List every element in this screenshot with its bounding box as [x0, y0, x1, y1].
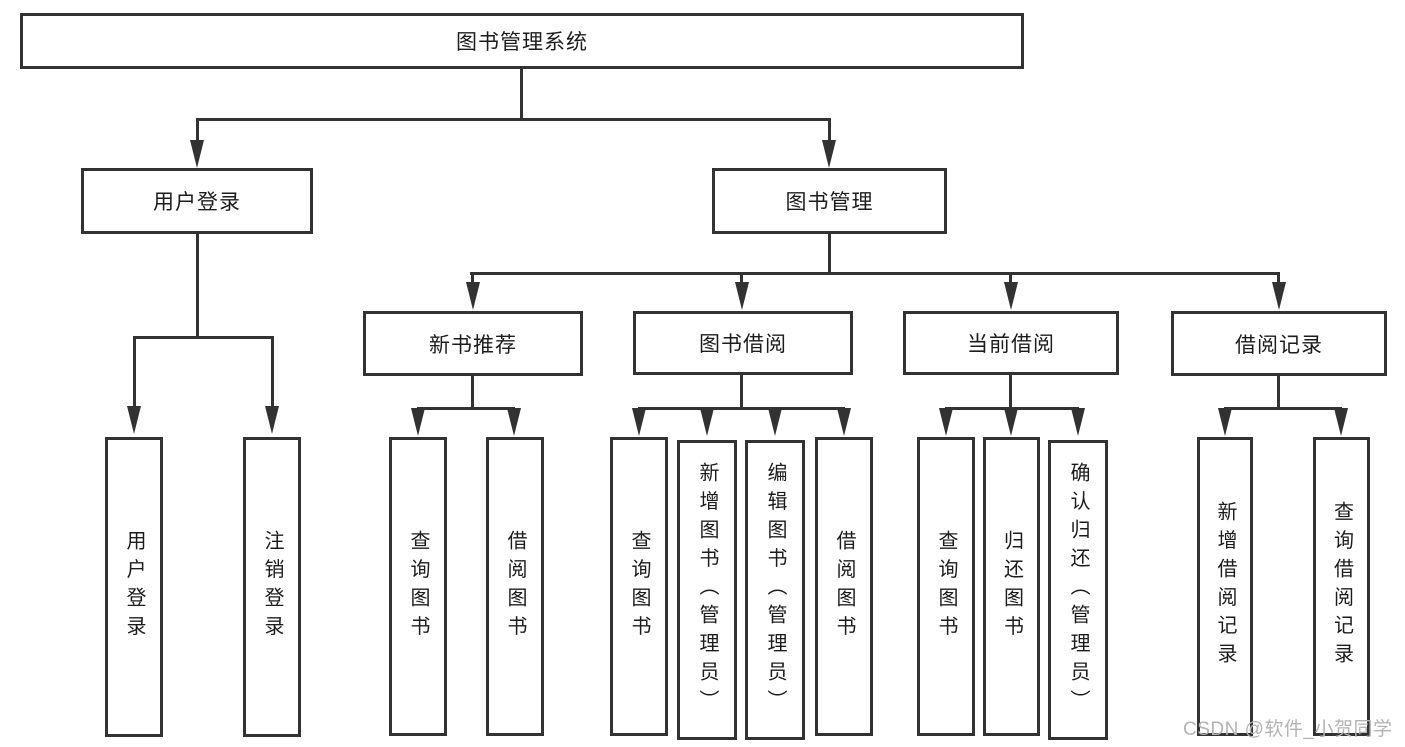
connector-mgmt-drop-3	[1009, 272, 1012, 286]
node-root-label: 图书管理系统	[456, 31, 588, 54]
node-add-borrow-record-label: 新增借阅记录	[1214, 501, 1236, 672]
node-current-borrow: 当前借阅	[903, 311, 1119, 375]
node-query-borrow-record: 查询借阅记录	[1313, 437, 1370, 736]
connector-current-trunk	[1009, 375, 1012, 409]
node-add-borrow-record: 新增借阅记录	[1197, 437, 1253, 736]
node-recommend-borrow-books-label: 借阅图书	[504, 529, 526, 644]
arrow-down-icon	[822, 140, 836, 168]
node-user-login: 用户登录	[81, 168, 313, 234]
node-confirm-return-admin-label: 确认归还（管理员）	[1067, 462, 1089, 718]
connector-login-branch	[133, 336, 274, 339]
arrow-down-icon	[700, 408, 714, 436]
connector-root-trunk	[520, 68, 523, 120]
node-recommend-query-books: 查询图书	[389, 437, 447, 736]
node-borrow-books: 借阅图书	[815, 437, 873, 736]
node-confirm-return-admin: 确认归还（管理员）	[1048, 440, 1108, 740]
arrow-down-icon	[768, 408, 782, 436]
node-return-books: 归还图书	[983, 437, 1040, 736]
connector-borrow-trunk	[740, 375, 743, 409]
connector-record-branch	[1224, 407, 1342, 410]
connector-recommend-branch	[417, 407, 515, 410]
connector-mgmt-branch	[470, 272, 1280, 275]
node-current-query-books: 查询图书	[917, 437, 975, 736]
connector-mgmt-drop-2	[740, 272, 743, 286]
connector-login-drop-2	[271, 336, 274, 408]
node-user-login-label: 用户登录	[153, 191, 241, 214]
connector-root-left-drop	[196, 118, 199, 144]
arrow-down-icon	[507, 408, 521, 436]
node-borrow-query-books-label: 查询图书	[628, 529, 650, 644]
node-edit-books-admin-label: 编辑图书（管理员）	[764, 462, 786, 718]
arrow-down-icon	[1218, 408, 1232, 436]
node-current-borrow-label: 当前借阅	[967, 333, 1055, 356]
node-add-books-admin-label: 新增图书（管理员）	[696, 462, 718, 718]
arrow-down-icon	[735, 282, 749, 310]
connector-record-trunk	[1277, 376, 1280, 409]
arrow-down-icon	[837, 408, 851, 436]
arrow-down-icon	[1004, 282, 1018, 310]
node-return-books-label: 归还图书	[1000, 529, 1023, 644]
node-borrow-record: 借阅记录	[1171, 311, 1387, 376]
node-user-login-action: 用户登录	[105, 437, 163, 737]
arrow-down-icon	[190, 140, 204, 168]
node-recommend-query-books-label: 查询图书	[407, 529, 429, 644]
arrow-down-icon	[939, 408, 953, 436]
node-new-book-recommend-label: 新书推荐	[429, 333, 517, 357]
node-book-borrow: 图书借阅	[633, 311, 853, 375]
arrow-down-icon	[1004, 408, 1018, 436]
connector-mgmt-trunk	[828, 234, 831, 274]
node-edit-books-admin: 编辑图书（管理员）	[745, 440, 805, 740]
connector-mgmt-drop-1	[471, 272, 474, 286]
node-query-borrow-record-label: 查询借阅记录	[1330, 501, 1353, 672]
connector-root-branch	[197, 118, 831, 121]
node-logout-action: 注销登录	[243, 437, 301, 737]
node-add-books-admin: 新增图书（管理员）	[677, 440, 737, 740]
node-current-query-books-label: 查询图书	[935, 529, 957, 644]
arrow-down-icon	[632, 408, 646, 436]
watermark: CSDN @软件_小贺同学	[1183, 719, 1393, 740]
node-book-mgmt-label: 图书管理	[785, 191, 874, 214]
connector-root-right-drop	[828, 118, 831, 144]
node-borrow-record-label: 借阅记录	[1235, 333, 1323, 357]
connector-login-trunk	[196, 234, 199, 337]
node-borrow-books-label: 借阅图书	[833, 529, 855, 644]
connector-mgmt-drop-4	[1277, 272, 1280, 286]
arrow-down-icon	[1334, 408, 1348, 436]
node-logout-action-label: 注销登录	[261, 530, 283, 644]
node-new-book-recommend: 新书推荐	[363, 311, 583, 376]
connector-recommend-trunk	[471, 376, 474, 409]
arrow-down-icon	[411, 408, 425, 436]
node-borrow-query-books: 查询图书	[610, 437, 668, 736]
connector-borrow-branch	[638, 407, 845, 410]
connector-login-drop-1	[133, 336, 136, 408]
arrow-down-icon	[1071, 408, 1085, 436]
node-book-borrow-label: 图书借阅	[699, 333, 787, 356]
arrow-down-icon	[127, 406, 141, 434]
arrow-down-icon	[1272, 282, 1286, 310]
arrow-down-icon	[265, 406, 279, 434]
node-recommend-borrow-books: 借阅图书	[486, 437, 544, 736]
node-user-login-action-label: 用户登录	[123, 530, 145, 644]
node-book-mgmt: 图书管理	[712, 168, 947, 234]
node-root: 图书管理系统	[20, 13, 1024, 69]
arrow-down-icon	[466, 282, 480, 310]
